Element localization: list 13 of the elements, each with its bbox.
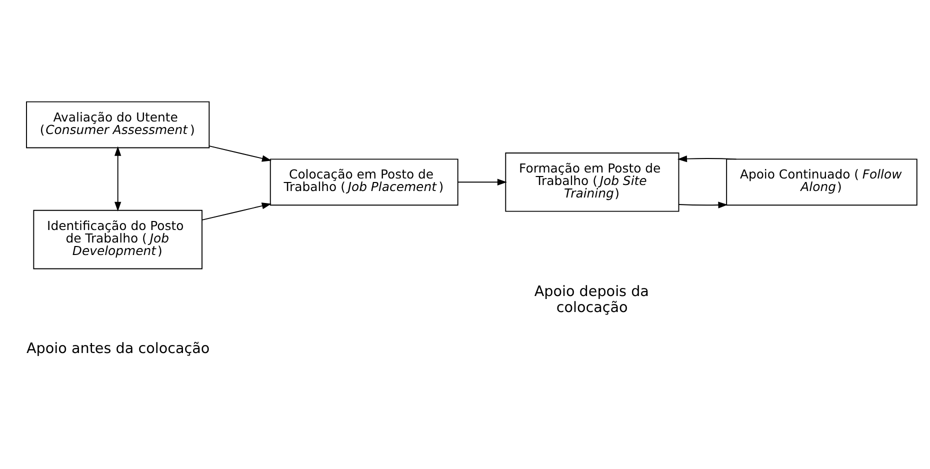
node-box: Identificação do Posto de Trabalho (Job Development) <box>33 209 202 269</box>
node-box: Apoio Continuado (Follow Along) <box>726 158 918 206</box>
label: Apoio depois da colocação <box>534 283 649 316</box>
arrow <box>202 202 272 220</box>
label: Apoio antes da colocação <box>26 340 210 356</box>
node-box: Formação em Posto de Trabalho (Job Site Training) <box>505 152 680 212</box>
node-box: Colocação em Posto de Trabalho (Job Placement) <box>270 158 458 206</box>
arrow <box>678 201 728 208</box>
node-box: Avaliação do Utente (Consumer Assessment) <box>26 100 210 148</box>
arrow <box>677 154 737 162</box>
arrow <box>458 178 507 186</box>
arrow <box>114 146 122 211</box>
arrow <box>208 145 272 162</box>
